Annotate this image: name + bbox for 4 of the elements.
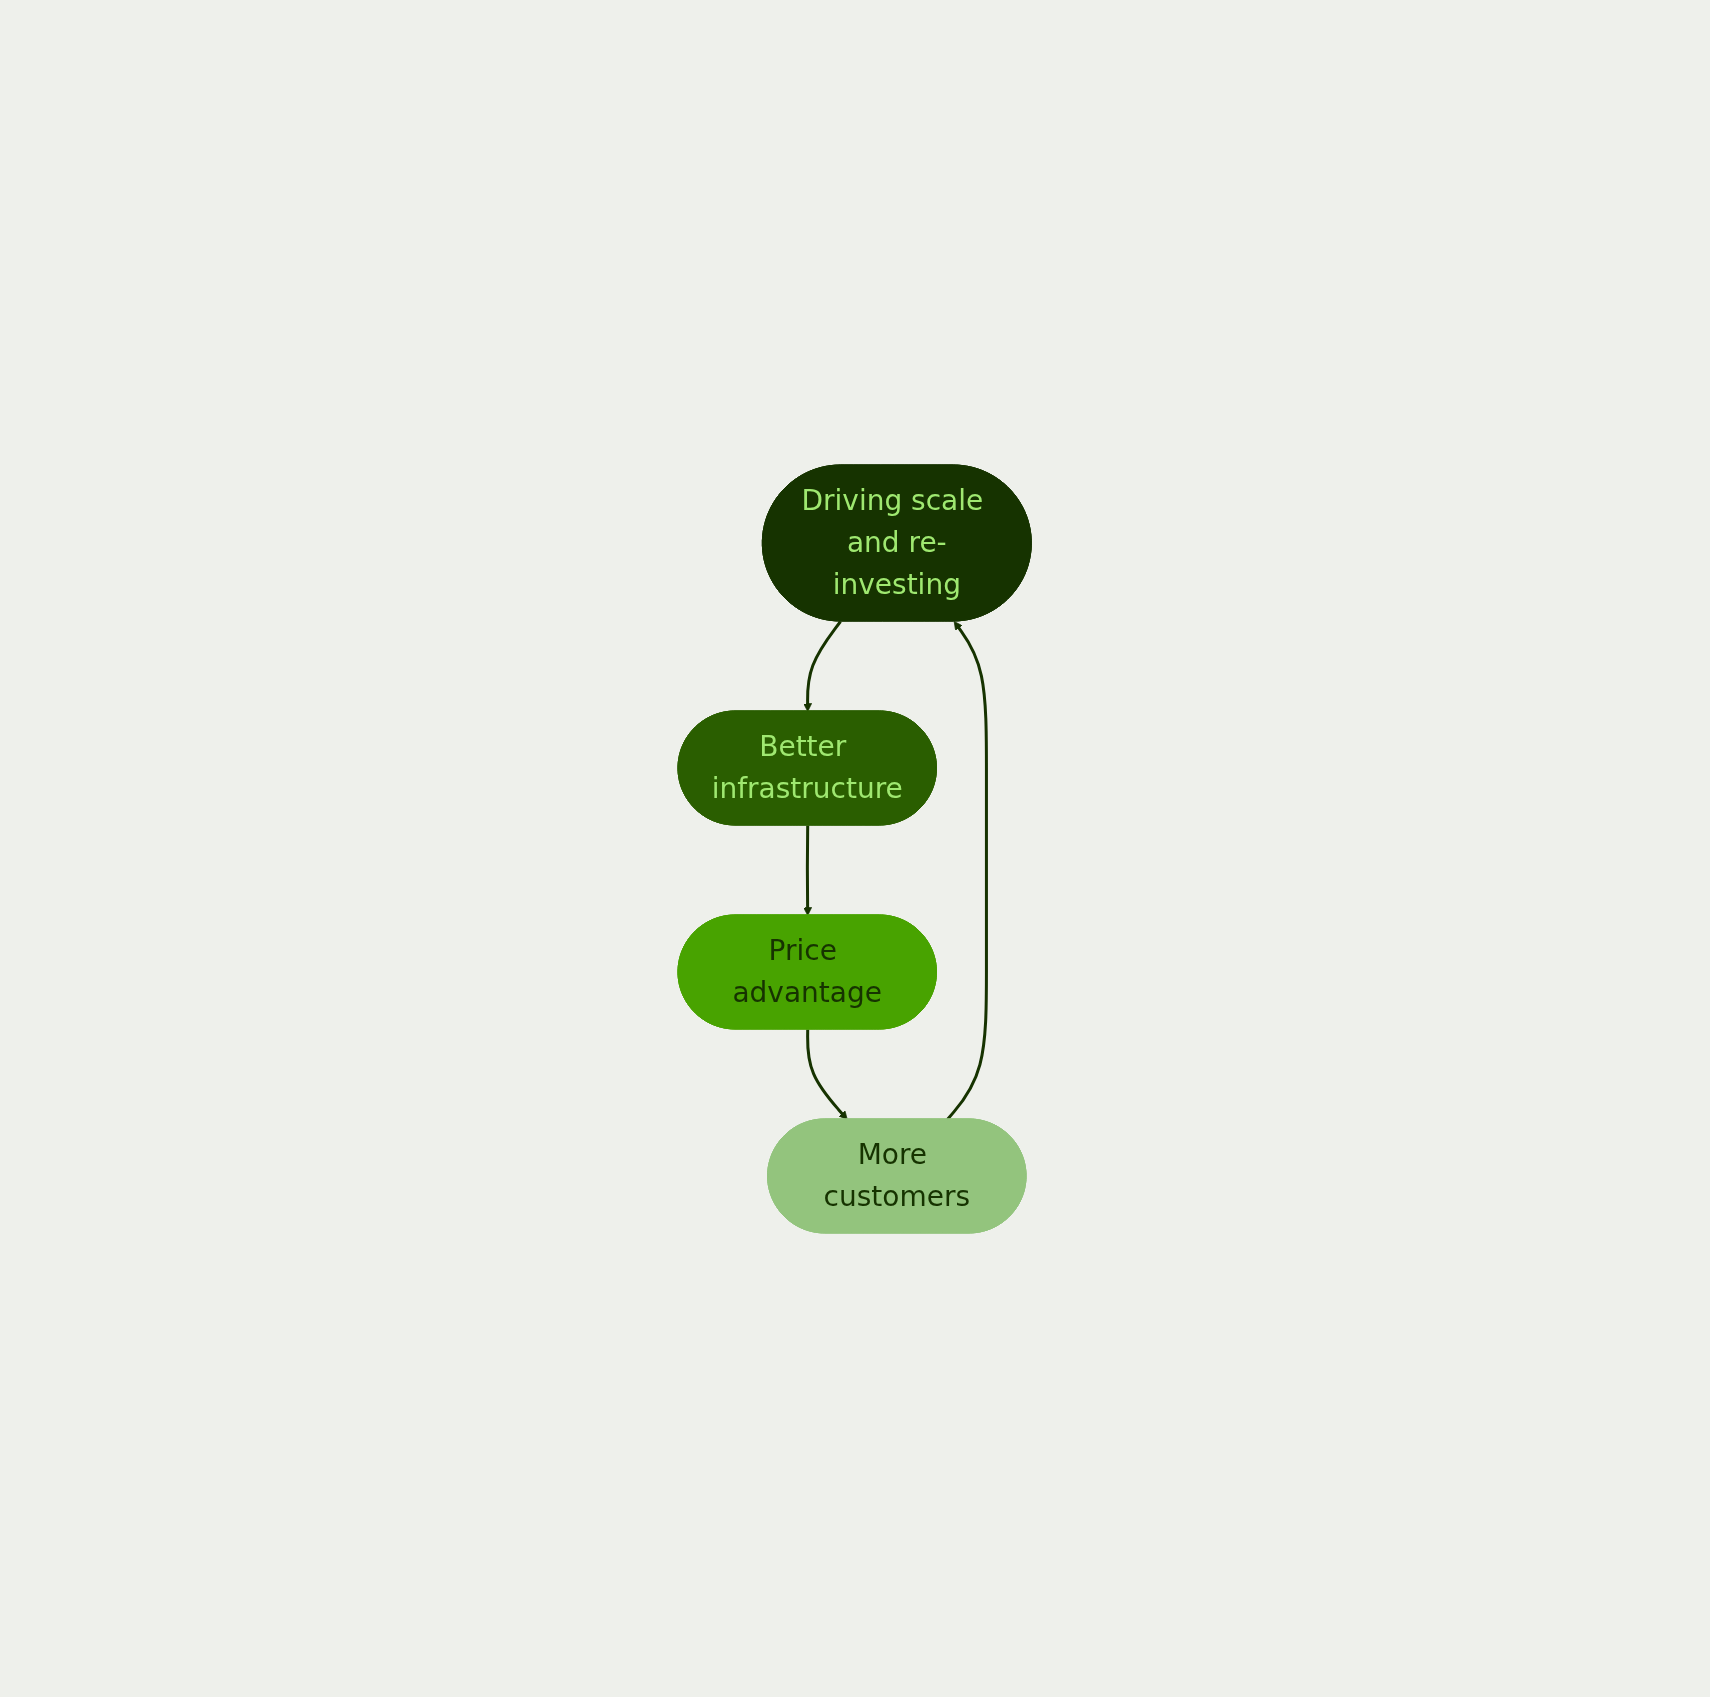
arrow (803, 620, 843, 712)
arrow (946, 620, 989, 1120)
arrow (803, 824, 813, 916)
arrow (806, 1028, 848, 1120)
